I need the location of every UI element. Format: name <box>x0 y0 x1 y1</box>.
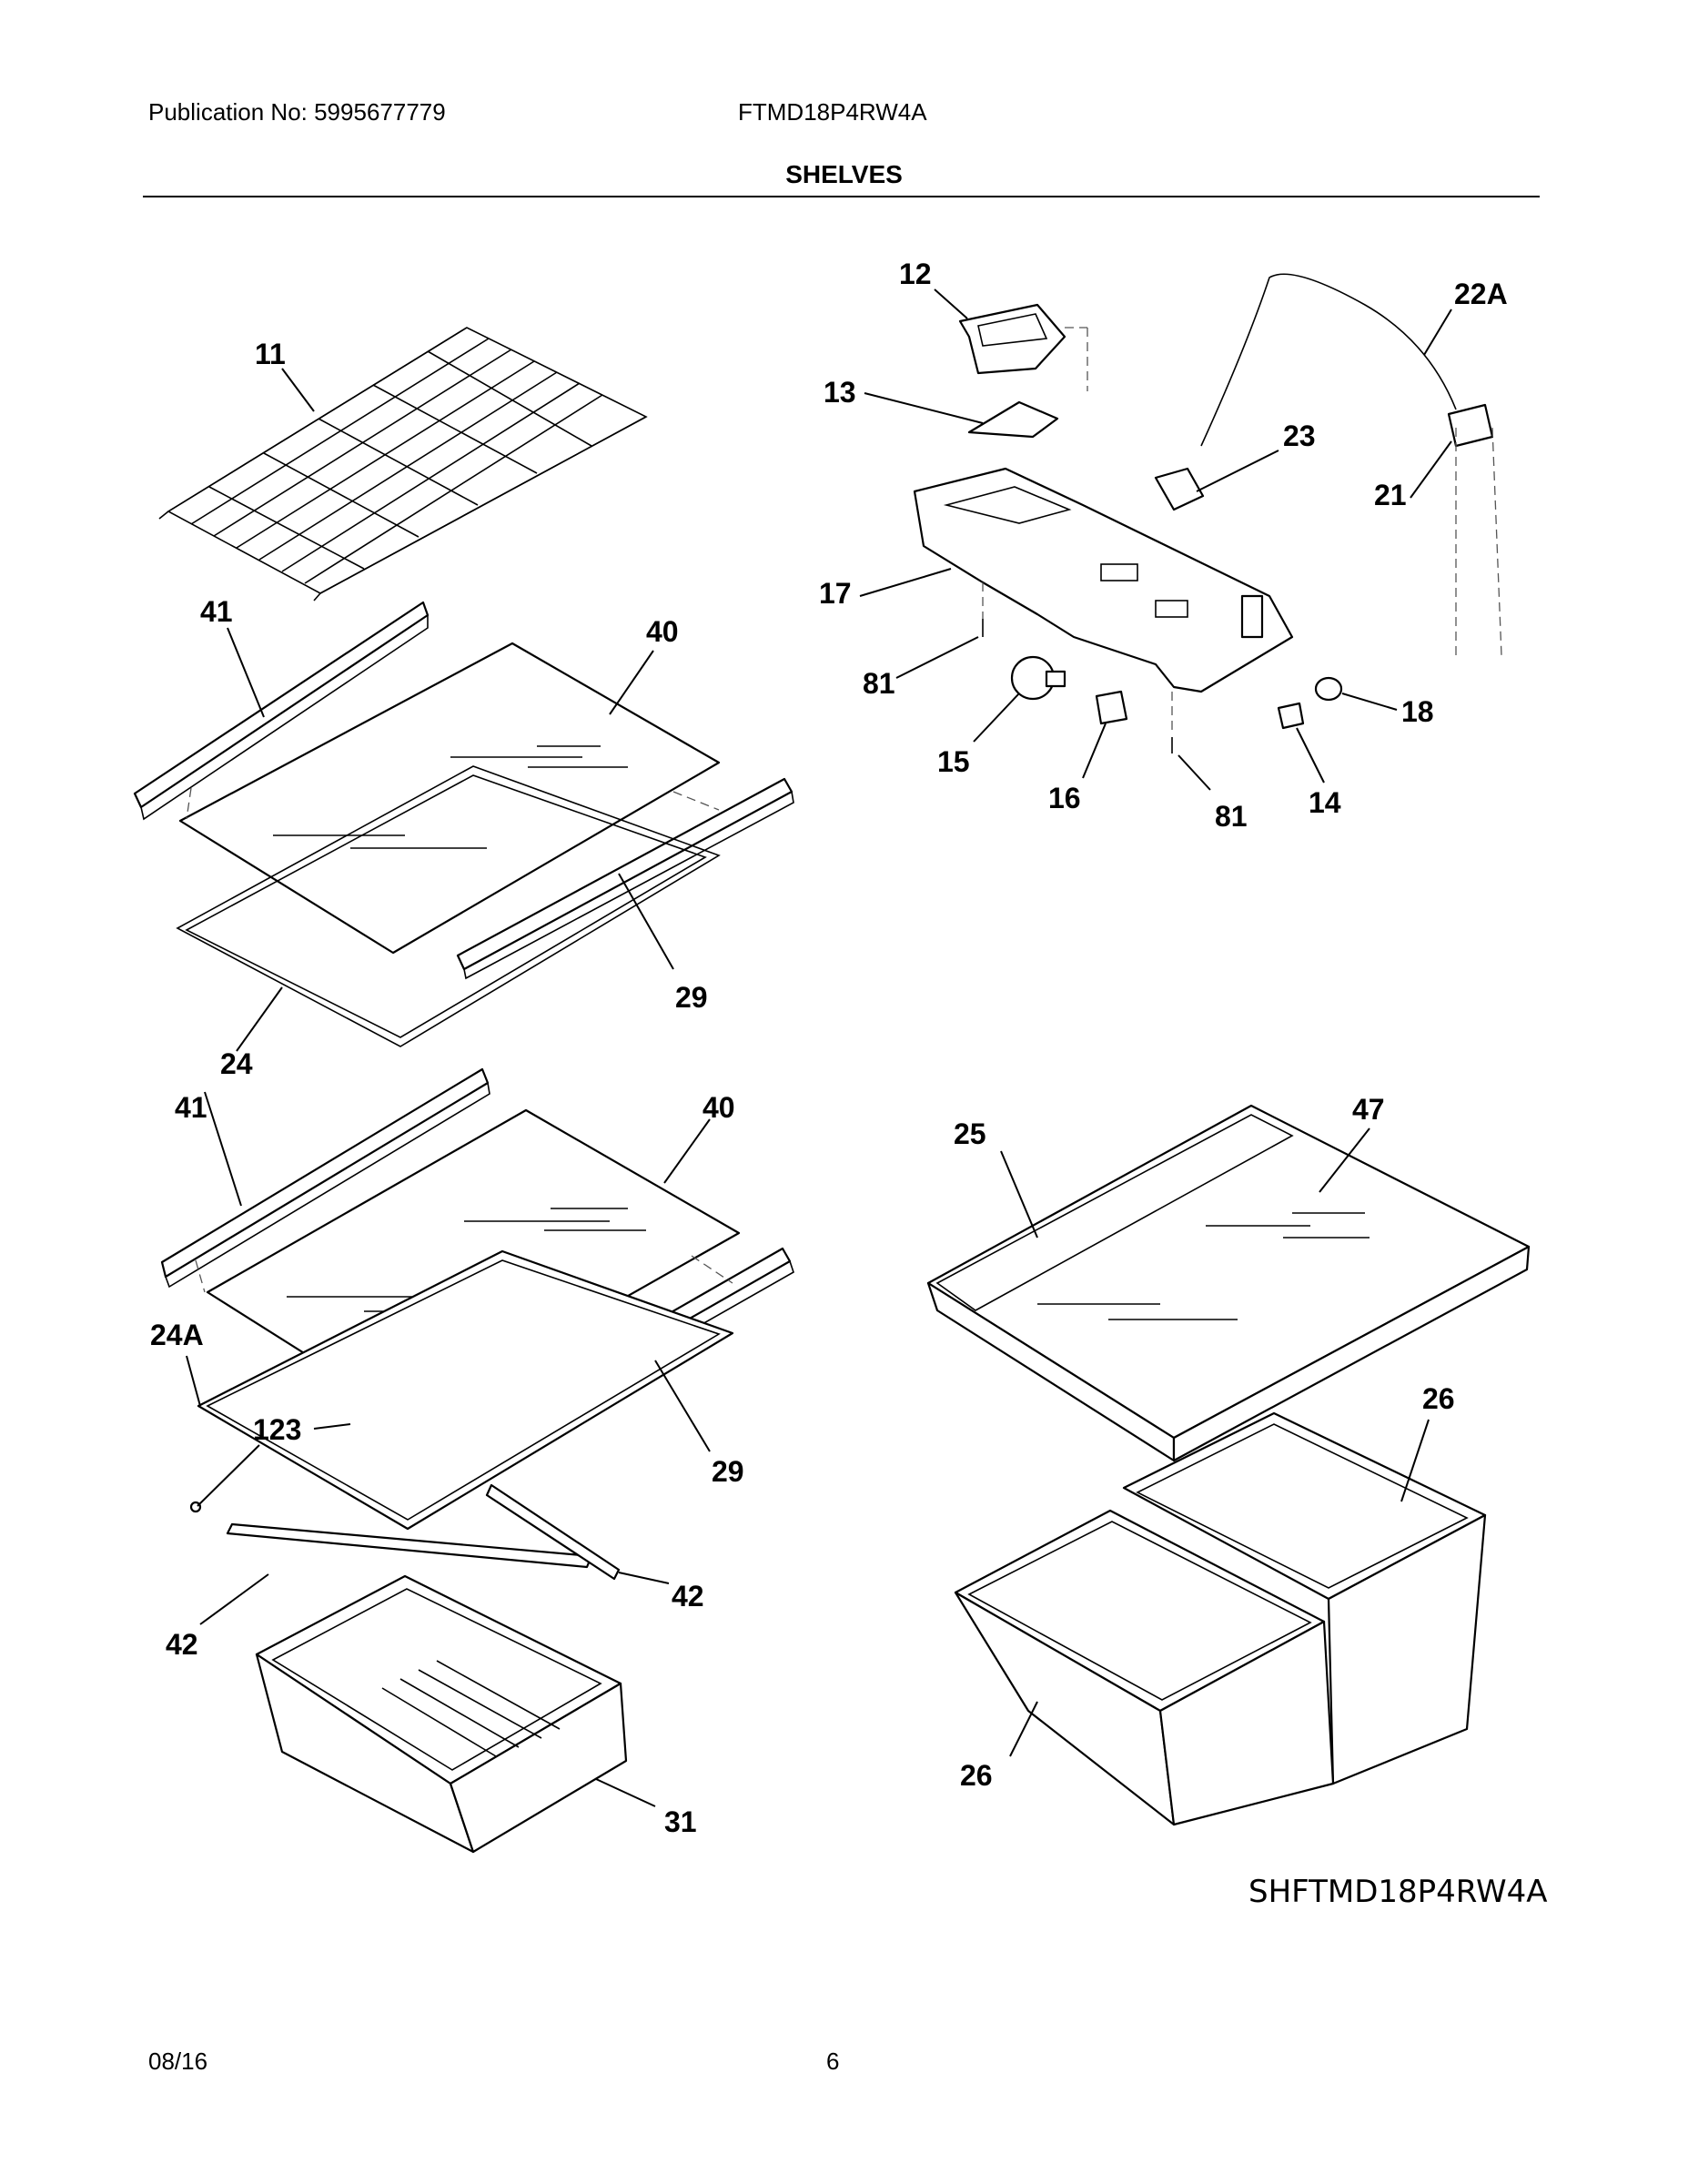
footer-date: 08/16 <box>148 2048 208 2075</box>
part-12 <box>958 303 1066 375</box>
callout-25: 25 <box>954 1117 986 1150</box>
rail-42-right <box>485 1483 621 1581</box>
drawing-code: SHFTMD18P4RW4A <box>1248 1874 1548 1910</box>
wire-shelf-11 <box>158 327 648 602</box>
callout-17: 17 <box>819 577 852 610</box>
callout-16: 16 <box>1048 782 1081 814</box>
callout-13: 13 <box>824 376 856 409</box>
callout-24A: 24A <box>150 1319 204 1351</box>
callout-31: 31 <box>664 1805 697 1838</box>
part-21 <box>1447 403 1494 448</box>
callout-14: 14 <box>1309 786 1341 819</box>
glass-40-upper <box>178 642 721 955</box>
switch-14 <box>1277 702 1305 730</box>
shelf-assembly-upper <box>133 601 794 1047</box>
callout-15: 15 <box>937 745 970 778</box>
crisper-pans-26 <box>954 1411 1487 1826</box>
wire-22A <box>1200 273 1457 447</box>
callout-40-upper: 40 <box>646 615 679 648</box>
frame-24 <box>176 765 721 1047</box>
callout-23: 23 <box>1283 420 1316 452</box>
vent-25 <box>935 1114 1294 1311</box>
callout-11: 11 <box>255 338 286 370</box>
shelf-assembly-lower <box>160 1067 794 1581</box>
callout-42-right: 42 <box>672 1580 704 1613</box>
rail-42-left <box>226 1522 593 1569</box>
housing-post <box>1240 594 1264 639</box>
callout-21: 21 <box>1374 479 1407 511</box>
callout-18: 18 <box>1401 695 1434 728</box>
section-title: SHELVES <box>785 160 903 188</box>
control-housing-assembly <box>913 273 1502 753</box>
socket-16 <box>1095 690 1128 725</box>
callout-81-right: 81 <box>1215 800 1248 833</box>
callout-40-lower: 40 <box>702 1091 735 1124</box>
callout-26-left: 26 <box>960 1759 993 1792</box>
callout-22A: 22A <box>1454 278 1508 310</box>
publication-number: Publication No: 5995677779 <box>148 98 446 126</box>
leader-lines <box>186 288 1452 1807</box>
callout-labels: 11 41 40 29 24 41 40 24A 123 29 42 42 31… <box>150 258 1548 1910</box>
part-13 <box>967 400 1059 439</box>
crisper-drawer-31 <box>255 1574 628 1854</box>
model-number: FTMD18P4RW4A <box>738 98 927 126</box>
part-18 <box>1314 676 1343 702</box>
callout-12: 12 <box>899 258 932 290</box>
frame-24A <box>197 1249 734 1531</box>
part-23 <box>1154 467 1205 511</box>
crisper-cover-25-47 <box>926 1104 1531 1462</box>
callout-41-upper: 41 <box>200 595 233 628</box>
callout-26-right: 26 <box>1422 1382 1455 1415</box>
page-number: 6 <box>826 2048 840 2075</box>
header-rule <box>143 196 1540 197</box>
callout-42-left: 42 <box>166 1628 198 1661</box>
callout-41-lower: 41 <box>175 1091 207 1124</box>
callout-47: 47 <box>1352 1093 1385 1126</box>
callout-123: 123 <box>253 1413 301 1446</box>
callout-29-upper: 29 <box>675 981 708 1014</box>
callout-29-lower: 29 <box>712 1455 744 1488</box>
callout-81-left: 81 <box>863 667 895 700</box>
callout-24: 24 <box>220 1047 253 1080</box>
